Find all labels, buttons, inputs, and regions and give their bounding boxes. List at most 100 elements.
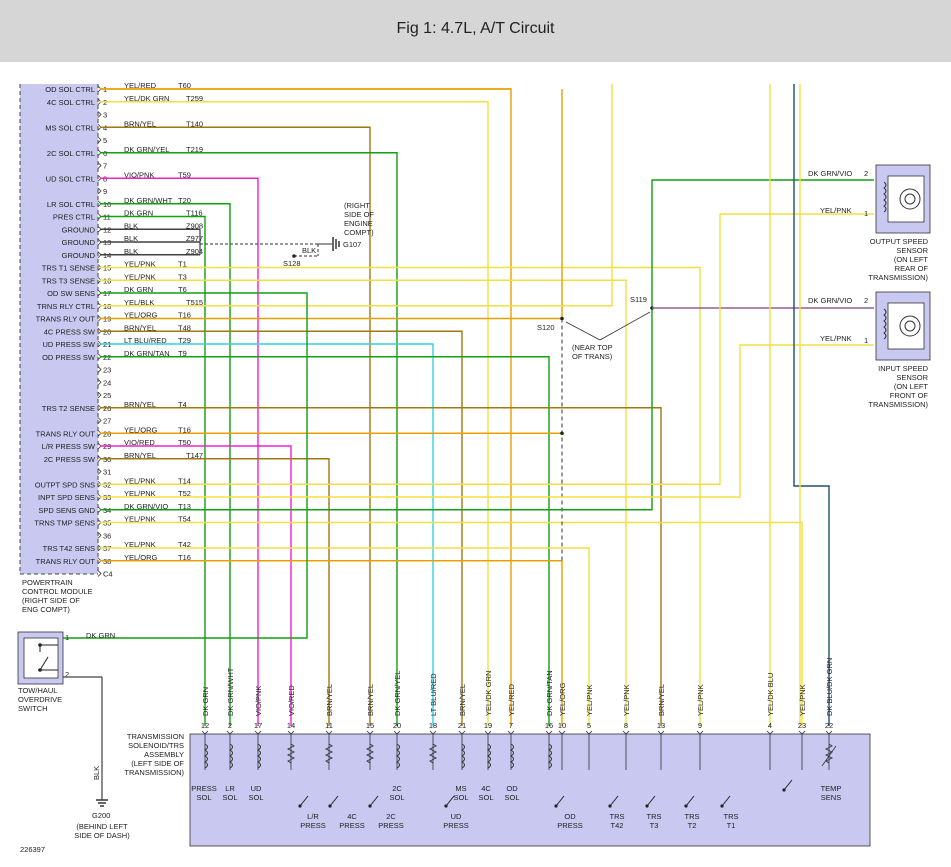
pcm-circuit-label: T259 xyxy=(186,94,203,103)
wire xyxy=(100,215,206,726)
pcm-circuit-label: T14 xyxy=(178,476,191,485)
tow-name-1: TOW/HAUL xyxy=(18,686,57,695)
splice-dot xyxy=(560,431,564,436)
g200-label: G200 xyxy=(92,811,110,820)
assembly-wire-label: YEL/ORG xyxy=(558,682,567,716)
wire xyxy=(100,279,627,726)
assembly-wire-label: YEL/DK BLU xyxy=(766,673,775,716)
oss-pin2: 2 xyxy=(864,169,868,178)
assembly-terminal-arrow xyxy=(825,730,833,735)
pcm-pin-number: 23 xyxy=(103,366,111,375)
pcm-pin-label: OD SOL CTRL xyxy=(45,85,95,94)
oss-name-5: TRANSMISSION) xyxy=(868,273,928,282)
solenoid-coil xyxy=(204,743,208,769)
pcm-circuit-label: T16 xyxy=(178,553,191,562)
switch-blade xyxy=(445,795,455,807)
switch-label: T2 xyxy=(688,821,697,830)
switch-blade xyxy=(783,779,793,791)
pcm-circuit-label: T52 xyxy=(178,489,191,498)
assembly-wire-label: YEL/PNK xyxy=(622,684,631,716)
assembly-wire-label: YEL/PNK xyxy=(798,684,807,716)
pcm-pin-label: INPT SPD SENS xyxy=(38,493,95,502)
wire xyxy=(793,84,830,726)
pcm-circuit-label: T20 xyxy=(178,196,191,205)
assembly-terminal-arrow xyxy=(393,730,401,735)
assembly-name-2: SOLENOID/TRS xyxy=(128,741,184,750)
pcm-wire-label: YEL/PNK xyxy=(124,272,156,281)
pcm-circuit-label: T13 xyxy=(178,502,191,511)
pcm-wire-label: YEL/PNK xyxy=(124,260,156,269)
wire xyxy=(100,407,662,726)
solenoid-label: MS xyxy=(455,784,466,793)
assembly-pin-number: 18 xyxy=(429,721,437,730)
pcm-circuit-label: T59 xyxy=(178,170,191,179)
pcm-pin-arrow xyxy=(97,136,102,144)
assembly-terminal-arrow xyxy=(507,730,515,735)
oss-wire1: YEL/PNK xyxy=(820,206,852,215)
pcm-circuit-label: T4 xyxy=(178,400,187,409)
assembly-pin-number: 8 xyxy=(624,721,628,730)
pcm-pin-label: TRANS RLY OUT xyxy=(36,315,96,324)
assembly-pin-number: 15 xyxy=(366,721,374,730)
assembly-pin-number: 4 xyxy=(768,721,772,730)
switch-label: T1 xyxy=(727,821,736,830)
pcm-wire-label: DK GRN/TAN xyxy=(124,349,170,358)
switch-blade xyxy=(609,795,619,807)
assembly-pin-number: 19 xyxy=(484,721,492,730)
pcm-wire-label: YEL/BLK xyxy=(124,298,154,307)
figure-id: 226397 xyxy=(20,845,45,854)
solenoid-label: PRESS xyxy=(191,784,216,793)
pcm-circuit-label: T116 xyxy=(186,209,203,218)
pcm-pin-label: L/R PRESS SW xyxy=(42,442,96,451)
pcm-wire-label: BLK xyxy=(124,221,138,230)
solenoid-coil xyxy=(396,743,400,769)
pcm-circuit-label: Z977 xyxy=(186,234,203,243)
solenoid-label: 4C xyxy=(481,784,491,793)
assembly-terminal-arrow xyxy=(545,730,553,735)
solenoid-label: SOL xyxy=(196,793,211,802)
assembly-name-4: (LEFT SIDE OF xyxy=(131,759,184,768)
g107-splice-label: S128 xyxy=(283,259,301,268)
pcm-pin-number: 24 xyxy=(103,378,111,387)
assembly-pin-number: 12 xyxy=(201,721,209,730)
pcm-circuit-label: T1 xyxy=(178,260,187,269)
pcm-pin-arrow xyxy=(97,378,102,386)
wire xyxy=(100,213,874,485)
solenoid-coil xyxy=(229,743,233,769)
g107-note-2: SIDE OF xyxy=(344,210,374,219)
pcm-circuit-label: T140 xyxy=(186,119,203,128)
switch-label: 2C xyxy=(386,812,396,821)
switch-label: TRS xyxy=(610,812,625,821)
assembly-wire-label: YEL/DK GRN xyxy=(484,671,493,716)
oss-name-1: OUTPUT SPEED xyxy=(870,237,929,246)
pcm-wire-label: DK GRN/YEL xyxy=(124,145,169,154)
pcm-pin-arrow xyxy=(97,111,102,118)
g107-note-1: (RIGHT xyxy=(344,201,370,210)
solenoid-coil xyxy=(510,743,514,769)
assembly-name-3: ASSEMBLY xyxy=(144,750,184,759)
assembly-terminal-arrow xyxy=(226,730,234,735)
pcm-pin-label: LR SOL CTRL xyxy=(47,200,95,209)
pcm-circuit-label: T50 xyxy=(178,438,191,447)
pcm-wire-label: YEL/PNK xyxy=(124,476,156,485)
pcm-pin-label: 4C SOL CTRL xyxy=(47,98,95,107)
g200-note-1: (BEHIND LEFT xyxy=(76,822,128,831)
iss-name-3: (ON LEFT xyxy=(894,382,929,391)
assembly-pin-number: 22 xyxy=(825,721,833,730)
pcm-wire-label: YEL/PNK xyxy=(124,540,156,549)
pcm-pin-arrow xyxy=(97,417,102,424)
pcm-pin-number: 3 xyxy=(103,111,107,120)
transmission-assembly xyxy=(189,733,871,847)
solenoid-coil xyxy=(461,743,465,769)
solenoid-label: UD xyxy=(251,784,262,793)
pcm-circuit-label: T3 xyxy=(178,272,187,281)
pcm-wire-label: VIO/PNK xyxy=(124,170,154,179)
pcm-circuit-label: T9 xyxy=(178,349,187,358)
switch-blade xyxy=(721,795,731,807)
assembly-wire-label: BRN/YEL xyxy=(657,684,666,716)
g107-label: G107 xyxy=(343,240,361,249)
